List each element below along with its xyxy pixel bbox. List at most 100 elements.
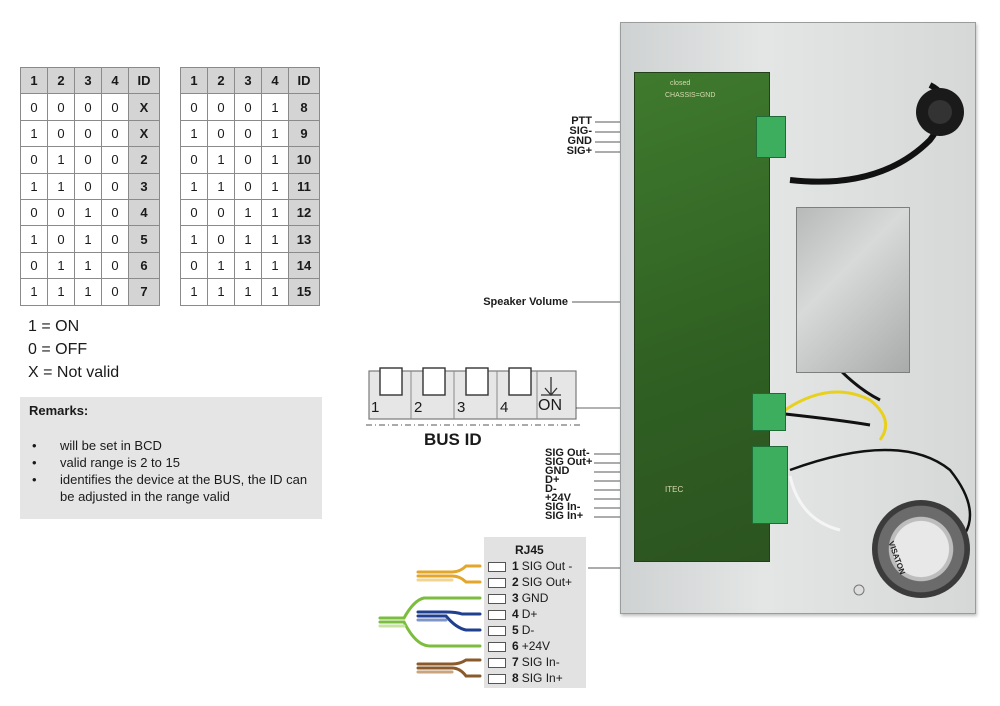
pcb-chassis-label: CHASSIS=GND: [665, 92, 716, 99]
switch-cell: 0: [20, 146, 48, 174]
column-header: 4: [261, 66, 289, 95]
column-header: ID: [288, 66, 320, 95]
switch-cell: 0: [101, 225, 129, 253]
switch-cell: 1: [180, 225, 208, 253]
switch-cell: 1: [74, 278, 102, 306]
rj45-pin: 6+24V: [488, 639, 550, 655]
switch-cell: 0: [101, 172, 129, 200]
callout-24v: +24V: [545, 492, 571, 504]
callout-sig-in-plus: SIG In+: [545, 510, 584, 522]
dip-label-1: 1: [371, 399, 380, 416]
switch-cell: 0: [207, 93, 235, 121]
id-cell: 7: [128, 278, 160, 306]
switch-cell: 1: [47, 172, 75, 200]
remark-item: valid range is 2 to 15: [20, 454, 320, 471]
switch-cell: 1: [261, 278, 289, 306]
callout-speaker-volume: Speaker Volume: [483, 296, 568, 308]
speaker: [872, 500, 970, 598]
switch-cell: 0: [47, 198, 75, 227]
switch-cell: 1: [261, 119, 289, 148]
wire-pairs: [378, 564, 482, 678]
id-cell: 2: [128, 146, 160, 174]
dip-on-label: ON: [538, 397, 562, 414]
remark-item: will be set in BCD: [20, 437, 320, 454]
remarks-list: will be set in BCD valid range is 2 to 1…: [20, 437, 320, 505]
switch-cell: 1: [180, 278, 208, 306]
bus-id-title: BUS ID: [424, 430, 482, 449]
switch-cell: 1: [234, 251, 262, 280]
switch-cell: 0: [101, 198, 129, 227]
id-cell: 11: [288, 172, 320, 200]
switch-cell: 1: [74, 198, 102, 227]
switch-cell: 0: [234, 119, 262, 148]
legend-off: 0 = OFF: [28, 341, 88, 358]
switch-cell: 0: [180, 198, 208, 227]
switch-cell: 1: [20, 119, 48, 148]
dip-lever-1: [379, 367, 403, 396]
column-header: ID: [128, 66, 160, 95]
legend-on: 1 = ON: [28, 318, 80, 335]
id-cell: 8: [288, 93, 320, 121]
remarks-box: Remarks: will be set in BCD valid range …: [20, 397, 322, 519]
switch-cell: 1: [261, 146, 289, 174]
switch-cell: 0: [101, 146, 129, 174]
switch-cell: 1: [261, 172, 289, 200]
callout-d-minus: D-: [545, 483, 557, 495]
switch-cell: 1: [180, 119, 208, 148]
id-cell: 4: [128, 198, 160, 227]
id-cell: 12: [288, 198, 320, 227]
callout-sig-minus: SIG-: [569, 125, 592, 137]
callout-sig-out-plus: SIG Out+: [545, 456, 593, 468]
switch-cell: 0: [74, 172, 102, 200]
id-cell: 6: [128, 251, 160, 280]
switch-cell: 0: [234, 172, 262, 200]
legend-not-valid: X = Not valid: [28, 364, 120, 381]
callout-ptt: PTT: [571, 115, 592, 127]
table-header-row: 1 2 3 4 ID: [20, 66, 160, 95]
callout-gnd-2: GND: [545, 465, 570, 477]
switch-cell: 1: [47, 146, 75, 174]
callout-sig-in-minus: SIG In-: [545, 501, 581, 513]
switch-cell: 1: [261, 251, 289, 280]
switch-cell: 0: [47, 225, 75, 253]
terminal-dip: [752, 393, 786, 431]
column-header: 4: [101, 66, 129, 95]
switch-cell: 1: [207, 251, 235, 280]
remarks-title: Remarks:: [29, 403, 89, 418]
dip-lever-2: [422, 367, 446, 396]
callout-sig-out-minus: SIG Out-: [545, 447, 590, 459]
id-cell: 5: [128, 225, 160, 253]
column-header: 1: [20, 66, 48, 95]
callout-d-plus: D+: [545, 474, 560, 486]
dip-label-2: 2: [414, 399, 423, 416]
id-cell: 9: [288, 119, 320, 148]
switch-cell: 0: [234, 146, 262, 174]
terminal-top: [756, 116, 786, 158]
pcb-board: [634, 72, 770, 562]
switch-cell: 0: [20, 93, 48, 121]
switch-cell: 1: [261, 93, 289, 121]
dip-label-4: 4: [500, 399, 509, 416]
switch-cell: 1: [20, 225, 48, 253]
switch-cell: 0: [180, 146, 208, 174]
id-cell: X: [128, 119, 160, 148]
switch-cell: 0: [74, 93, 102, 121]
